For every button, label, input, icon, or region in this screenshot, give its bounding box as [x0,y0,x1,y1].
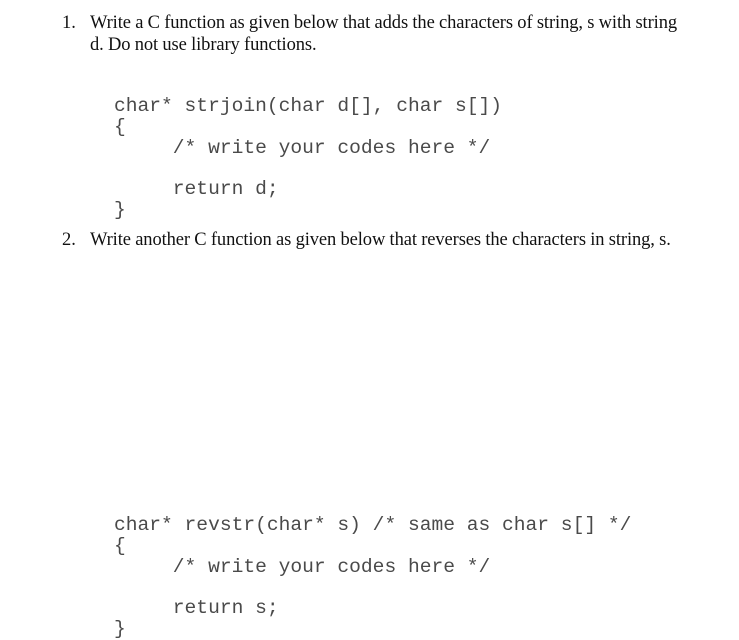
question-number: 1. [62,13,76,33]
code-block: char* revstr(char* s) /* same as char s[… [114,514,632,640]
question-text: Write another C function as given below … [90,230,671,250]
code-block: char* strjoin(char d[], char s[]) { /* w… [114,95,503,221]
question-text: Write a C function as given below that a… [90,13,677,55]
document-page: 1. Write a C function as given below tha… [62,13,678,640]
question-number: 2. [62,230,76,250]
